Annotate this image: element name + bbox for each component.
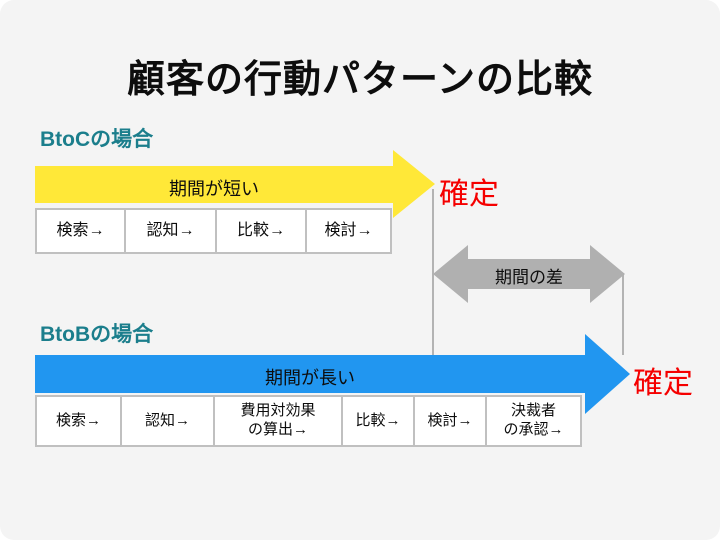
btoc-heading: BtoCの場合 [40,128,154,151]
btob-heading: BtoBの場合 [40,323,154,346]
btob-confirm-label: 確定 [633,367,693,400]
btoc-arrow-body [35,166,393,203]
vertical-connector-right [622,273,624,355]
btoc-steps-row: 検索→ 認知→ 比較→ 検討→ [35,208,392,254]
btob-step-box: 検討→ [413,395,487,447]
btob-arrow-head-icon [585,334,630,414]
btoc-confirm-label: 確定 [439,178,499,211]
slide-title: 顧客の行動パターンの比較 [126,59,594,101]
btob-step-box: 決裁者 の承認→ [485,395,582,447]
btob-arrow-body [35,355,585,393]
btoc-step-box: 比較→ [215,208,307,254]
btoc-arrow-label: 期間が短い [169,179,259,199]
btob-step-box: 費用対効果 の算出→ [213,395,343,447]
btoc-step-box: 検討→ [305,208,392,254]
gap-arrow-right-head-icon [590,245,625,303]
btoc-step-box: 検索→ [35,208,126,254]
gap-arrow-left-head-icon [433,245,468,303]
btob-arrow-label: 期間が長い [265,368,355,388]
btob-step-box: 比較→ [341,395,415,447]
btob-steps-row: 検索→ 認知→ 費用対効果 の算出→ 比較→ 検討→ 決裁者 の承認→ [35,395,582,447]
gap-arrow-label: 期間の差 [495,268,563,287]
btoc-step-box: 認知→ [124,208,217,254]
btob-step-box: 認知→ [120,395,215,447]
gap-arrow-body [466,259,592,289]
btoc-arrow-head-icon [393,150,435,218]
btob-step-box: 検索→ [35,395,122,447]
